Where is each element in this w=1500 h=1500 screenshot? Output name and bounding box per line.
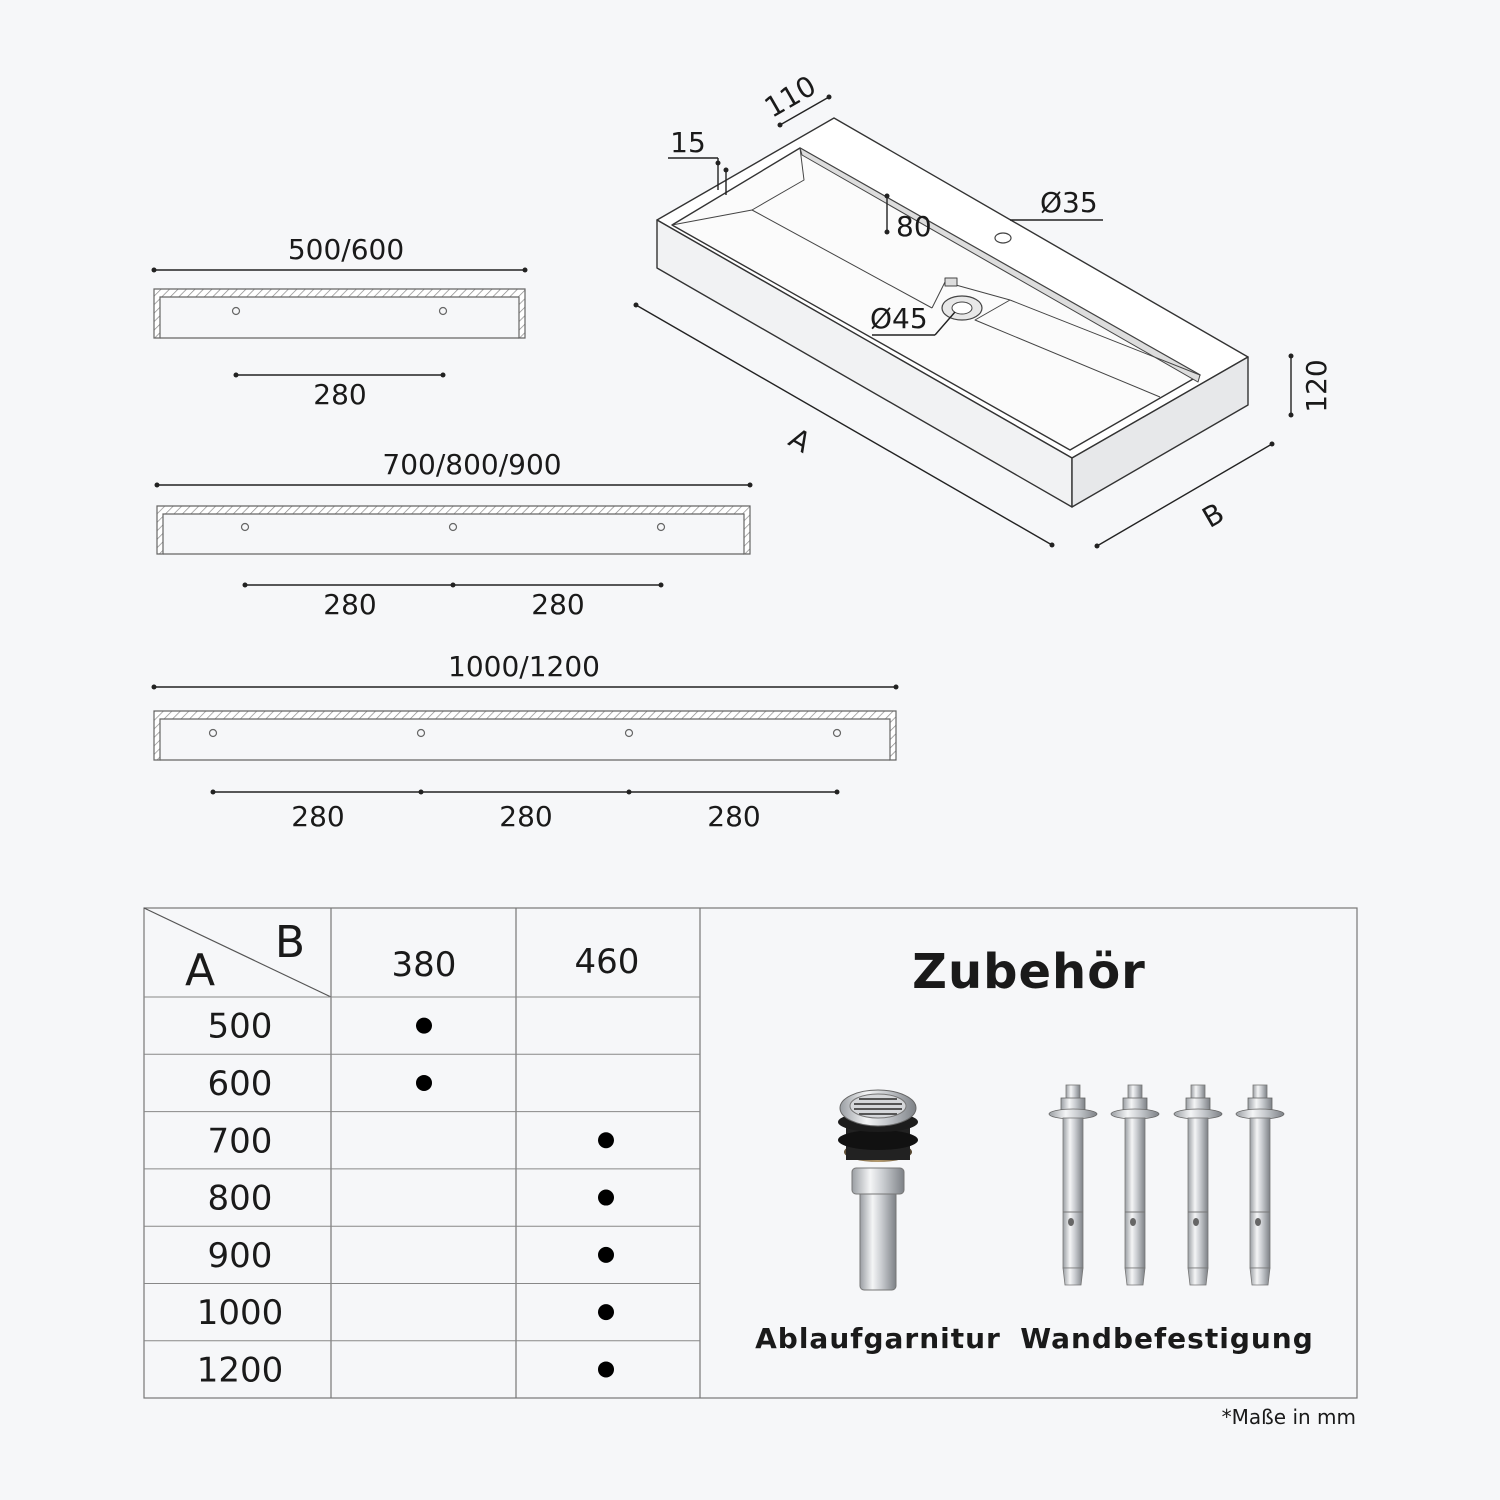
spacing-label: 280: [323, 588, 376, 621]
dim-faucet-hole: Ø35: [1040, 186, 1098, 219]
row-label: 1200: [197, 1350, 284, 1390]
availability-dot: [416, 1017, 432, 1034]
dim-width-b: B: [1197, 496, 1230, 534]
col-header-380: 380: [392, 945, 457, 985]
dim-wall-thickness: 15: [670, 126, 706, 159]
drain-fitting-icon: [838, 1089, 918, 1291]
profile-width-label: 500/600: [288, 233, 404, 266]
profile-1000-1200: 1000/1200 280 280 280: [151, 650, 899, 833]
anchor-bolt: [1235, 1084, 1285, 1286]
anchor-bolt: [1048, 1084, 1098, 1286]
dim-rim-width: 110: [759, 69, 822, 124]
table-corner-b: B: [275, 917, 305, 968]
dim-drain: Ø45: [870, 302, 928, 335]
row-label: 800: [208, 1179, 273, 1219]
availability-dot: [598, 1246, 614, 1263]
row-label: 1000: [197, 1293, 284, 1333]
basin-isometric-view: [656, 117, 1249, 508]
dim-basin-depth: 80: [896, 210, 932, 243]
basin-dimension-dots: [633, 94, 1294, 549]
spacing-label: 280: [313, 378, 366, 411]
row-label: 600: [208, 1064, 273, 1104]
availability-dot: [598, 1132, 614, 1149]
accessory-label-drain: Ablaufgarnitur: [755, 1322, 1001, 1355]
dim-height: 120: [1300, 359, 1333, 412]
wall-anchor-bolt-icon: [1048, 1084, 1285, 1286]
accessories-title: Zubehör: [912, 944, 1146, 1000]
anchor-bolt: [1110, 1084, 1160, 1286]
spacing-label: 280: [291, 800, 344, 833]
anchor-bolt: [1173, 1084, 1223, 1286]
availability-dot: [598, 1189, 614, 1206]
spacing-label: 280: [707, 800, 760, 833]
table-corner-a: A: [185, 945, 215, 996]
size-availability-table: A B 380 460 500 600 700 800 900 1000 1200: [143, 907, 1358, 1399]
accessory-label-wall-mount: Wandbefestigung: [1020, 1322, 1314, 1355]
accessories-panel: Zubehör Ablaufgarnitur Wandbefestigung: [755, 944, 1314, 1355]
availability-dot: [598, 1304, 614, 1321]
col-header-460: 460: [575, 942, 640, 982]
availability-dot: [416, 1074, 432, 1091]
spacing-label: 280: [499, 800, 552, 833]
profile-width-label: 700/800/900: [382, 448, 561, 481]
availability-dot: [598, 1361, 614, 1378]
profile-width-label: 1000/1200: [448, 650, 600, 683]
dim-length-a: A: [783, 421, 816, 459]
units-footnote: *Maße in mm: [1222, 1405, 1356, 1429]
profile-700-800-900: 700/800/900 280 280: [154, 448, 753, 621]
spacing-label: 280: [531, 588, 584, 621]
profile-500-600: 500/600 280: [151, 233, 528, 411]
row-label: 900: [208, 1236, 273, 1276]
basin-dimensions: [635, 96, 1292, 547]
row-label: 700: [208, 1121, 273, 1161]
row-label: 500: [208, 1007, 273, 1047]
